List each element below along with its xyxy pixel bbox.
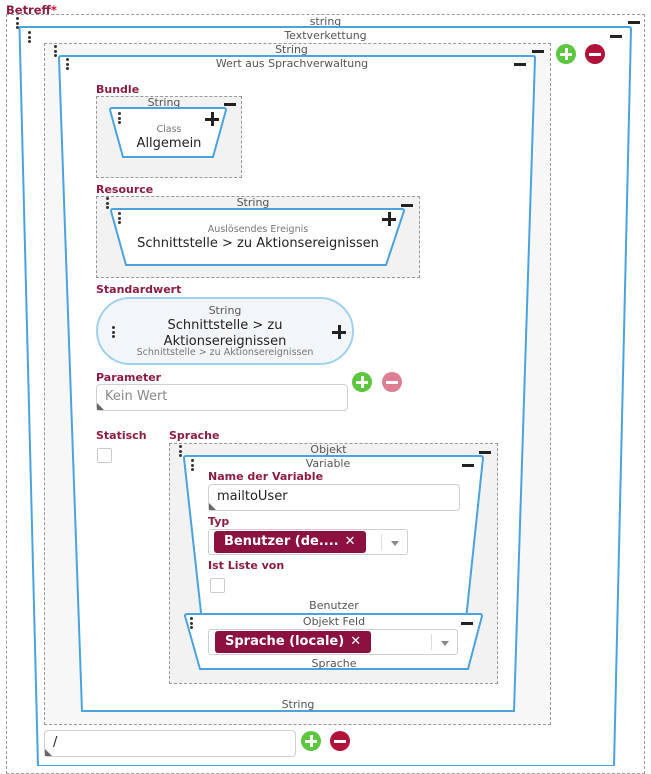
object-field-collapse-button[interactable]	[461, 622, 473, 625]
default-drag-handle[interactable]	[112, 326, 116, 340]
bundle-drag-handle[interactable]	[118, 112, 122, 126]
object-drag-handle[interactable]	[179, 445, 183, 459]
field-label: Betreff*	[6, 3, 57, 17]
slash-add-button[interactable]	[301, 731, 321, 751]
chevron-down-icon[interactable]	[391, 541, 399, 546]
select-separator	[431, 634, 432, 650]
bundle-shape[interactable]	[109, 107, 229, 159]
default-value: Schnittstelle > zu Aktionsereignissen	[163, 318, 287, 349]
object-caption: Objekt	[310, 443, 347, 456]
user-caption: Benutzer	[309, 599, 359, 612]
slash-value: /	[53, 735, 58, 750]
param-placeholder: Kein Wert	[105, 389, 168, 404]
bundle-add-icon[interactable]	[205, 112, 219, 126]
list-label: Ist Liste von	[208, 559, 285, 572]
root-drag-handle[interactable]	[16, 17, 20, 31]
string-collapse-button[interactable]	[532, 50, 544, 53]
param-remove-button[interactable]	[382, 372, 402, 392]
resource-value: Schnittstelle > zu Aktionsereignissen	[137, 236, 379, 251]
bundle-sub: Class	[156, 124, 182, 135]
bundle-value: Allgemein	[136, 136, 202, 151]
lang-label: Sprache	[169, 429, 220, 442]
typ-label: Typ	[208, 515, 230, 528]
resize-corner-icon	[45, 749, 52, 756]
bundle-type: String	[147, 96, 181, 109]
default-node[interactable]	[96, 297, 354, 365]
chevron-down-icon[interactable]	[441, 641, 449, 646]
add-node-button[interactable]	[556, 44, 576, 64]
list-checkbox[interactable]	[210, 578, 225, 593]
object-field-caption: Objekt Feld	[302, 615, 366, 628]
concat-caption: Textverkettung	[284, 29, 367, 42]
variable-collapse-button[interactable]	[462, 464, 474, 467]
field-tag-label: Sprache (locale)	[225, 634, 345, 649]
resize-corner-icon	[209, 503, 216, 510]
slash-input[interactable]: /	[44, 730, 296, 757]
resource-collapse-button[interactable]	[401, 204, 413, 207]
param-label: Parameter	[96, 371, 162, 384]
default-sub: Schnittstelle > zu Aktionsereignissen	[136, 347, 314, 358]
variable-drag-handle[interactable]	[191, 459, 195, 473]
field-caption: Sprache	[311, 657, 357, 670]
typ-tag: Benutzer (de.... ✕	[214, 531, 366, 553]
typ-tag-label: Benutzer (de....	[224, 534, 339, 549]
lang-collapse-button[interactable]	[514, 63, 526, 66]
lang-drag-handle[interactable]	[66, 58, 70, 72]
static-checkbox[interactable]	[97, 448, 112, 463]
lang-bottom-caption: String	[281, 698, 315, 711]
default-type: String	[208, 304, 242, 317]
resize-corner-icon	[97, 403, 104, 410]
object-field-drag-handle[interactable]	[190, 617, 194, 631]
bundle-collapse-button[interactable]	[224, 103, 236, 106]
resource-outer-handle[interactable]	[106, 197, 110, 211]
remove-node-button[interactable]	[585, 44, 605, 64]
field-tag: Sprache (locale) ✕	[215, 631, 372, 653]
slash-remove-button[interactable]	[330, 731, 350, 751]
select-separator	[381, 534, 382, 550]
required-marker: *	[50, 3, 57, 17]
string-drag-handle[interactable]	[54, 45, 58, 59]
resource-add-icon[interactable]	[382, 212, 396, 226]
variable-caption: Variable	[305, 457, 351, 470]
remove-tag-icon[interactable]: ✕	[350, 634, 362, 649]
resource-shape[interactable]	[110, 208, 406, 268]
default-add-icon[interactable]	[332, 325, 346, 339]
field-label-text: Betreff	[6, 3, 51, 17]
var-name-input[interactable]: mailtoUser	[208, 484, 460, 511]
resource-type: String	[236, 196, 270, 209]
var-name-label: Name der Variable	[208, 470, 324, 483]
remove-tag-icon[interactable]: ✕	[344, 534, 356, 549]
concat-collapse-button[interactable]	[610, 35, 622, 38]
param-input[interactable]: Kein Wert	[96, 384, 348, 411]
resource-sub: Auslösendes Ereignis	[207, 224, 309, 235]
string-caption: String	[275, 43, 308, 56]
bundle-label: Bundle	[96, 83, 140, 96]
param-add-button[interactable]	[352, 372, 372, 392]
concat-drag-handle[interactable]	[28, 31, 32, 45]
static-label: Statisch	[96, 429, 147, 442]
default-label: Standardwert	[96, 283, 182, 296]
root-caption: string	[309, 15, 342, 28]
resource-drag-handle[interactable]	[118, 212, 122, 226]
lang-caption: Wert aus Sprachverwaltung	[215, 57, 369, 70]
object-collapse-button[interactable]	[479, 451, 491, 454]
root-collapse-button[interactable]	[628, 21, 640, 24]
var-name-value: mailtoUser	[217, 489, 288, 504]
resource-label: Resource	[96, 183, 154, 196]
